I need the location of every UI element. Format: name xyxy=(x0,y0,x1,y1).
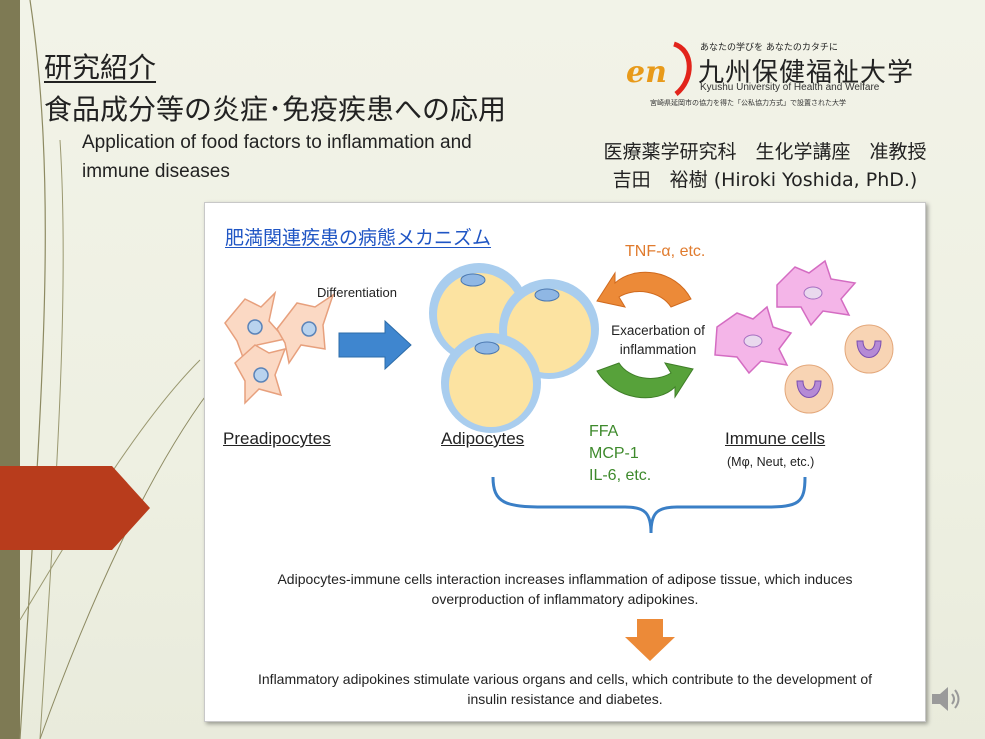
affiliation-line1: 医療薬学研究科 生化学講座 准教授 xyxy=(603,141,927,163)
preadipocyte-cells xyxy=(224,290,335,405)
english-title: Application of food factors to inflammat… xyxy=(82,132,472,182)
adipocytes-label: Adipocytes xyxy=(441,429,525,448)
left-decor-bar xyxy=(0,0,20,739)
factor-mcp1: MCP-1 xyxy=(589,445,639,462)
figure-title: 肥満関連疾患の病態メカニズム xyxy=(225,227,492,249)
university-logo-mark: en xyxy=(626,41,692,96)
affiliation-line2: 吉田 裕樹 (Hiroki Yoshida, PhD.) xyxy=(612,169,918,191)
differentiation-arrow xyxy=(338,319,412,371)
exacerbation-label: Exacerbation of inflammation xyxy=(593,321,723,359)
adipocyte-cells xyxy=(429,263,599,433)
tnf-arrow xyxy=(596,271,692,308)
tnf-label: TNF-α, etc. xyxy=(625,243,706,260)
differentiation-label: Differentiation xyxy=(317,285,397,300)
speaker-icon[interactable] xyxy=(930,684,964,714)
figure-graphics xyxy=(224,259,894,661)
preadipocytes-label: Preadipocytes xyxy=(223,429,331,448)
immune-cells-label: Immune cells xyxy=(725,429,826,448)
factor-il6: IL-6, etc. xyxy=(589,467,652,484)
logo-note: 宮崎県延岡市の協力を得た「公私協力方式」で設置された大学 xyxy=(650,99,846,107)
factor-ffa: FFA xyxy=(589,423,619,440)
immune-cells xyxy=(714,259,894,414)
explanation-text2: Inflammatory adipokines stimulate variou… xyxy=(258,671,872,707)
logo-tagline: あなたの学びを あなたのカタチに xyxy=(700,43,838,53)
red-arrow-shape xyxy=(0,466,150,550)
logo-name-en: Kyushu University of Health and Welfare xyxy=(700,82,880,93)
logo-name-jp: 九州保健福祉大学 xyxy=(698,58,915,88)
exacerbation-line2: inflammation xyxy=(619,342,697,357)
factors-list: FFA MCP-1 IL-6, etc. xyxy=(589,421,651,487)
down-arrow xyxy=(625,619,675,661)
factors-arrow xyxy=(596,362,694,399)
explanation-text1: Adipocytes-immune cells interaction incr… xyxy=(277,571,853,607)
slide-title-line2: 食品成分等の炎症･免疫疾患への応用 xyxy=(44,93,507,126)
logo-mark-text: en xyxy=(626,55,667,90)
immune-cells-sublabel: (Mφ, Neut, etc.) xyxy=(727,455,815,469)
affiliation: 医療薬学研究科 生化学講座 准教授 吉田 裕樹 (Hiroki Yoshida,… xyxy=(560,138,970,194)
exacerbation-line1: Exacerbation of xyxy=(611,323,705,338)
slide-title-line1: 研究紹介 xyxy=(44,51,157,84)
bracket-brace xyxy=(491,476,807,534)
figure-panel: 肥満関連疾患の病態メカニズム xyxy=(204,202,926,722)
